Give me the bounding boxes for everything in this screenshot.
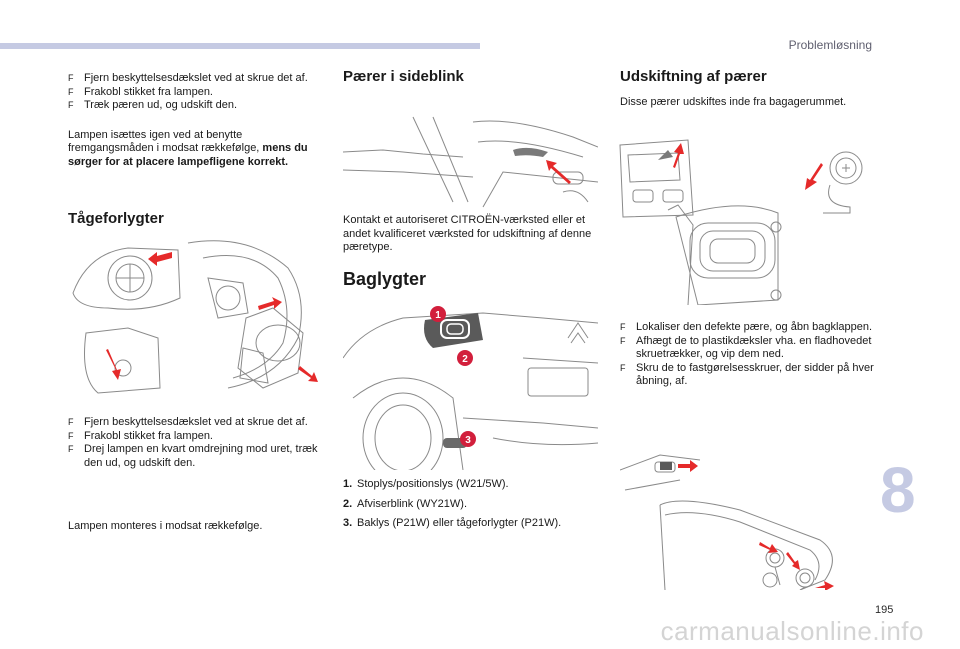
header-accent-bar (0, 43, 480, 49)
callout-3: 3 (465, 435, 471, 446)
bullet-marker: F (68, 73, 74, 83)
watermark: carmanualsonline.info (660, 616, 924, 646)
bullet-marker: F (68, 444, 74, 454)
bullet-marker: F (620, 362, 626, 373)
side-indicator-heading: Pærer i sideblink (343, 68, 464, 85)
side-indicator-figure (343, 112, 598, 208)
rear-lamp-removal-illustration (620, 454, 834, 590)
rear-lights-heading: Baglygter (343, 269, 427, 289)
bulb-replacement-intro: Disse pærer udskiftes inde fra bagagerum… (620, 96, 847, 108)
bullet-marker: F (620, 335, 626, 346)
rear-lights-figure: 1 2 3 (343, 298, 598, 470)
rear-lamp-removal-figure (620, 440, 842, 590)
rear-lights-illustration: 1 2 3 (343, 306, 598, 470)
callout-2: 2 (462, 354, 468, 365)
bullet-marker: F (68, 430, 74, 441)
bullet-marker: F (620, 322, 626, 332)
bullet-marker: F (68, 86, 74, 97)
bullet-marker: F (68, 417, 74, 427)
bulb-replacement-heading: Udskiftning af pærer (620, 68, 767, 85)
page-number: 195 (875, 604, 894, 616)
chapter-number: 8 (880, 454, 916, 526)
side-indicator-illustration (343, 116, 598, 208)
fog-lights-heading: Tågeforlygter (68, 210, 164, 227)
tailgate-figure (618, 135, 880, 305)
tailgate-illustration (619, 139, 863, 305)
list-item: 2.Afviserblink (WY21W). (343, 497, 468, 510)
bullet-marker: F (68, 100, 74, 110)
side-indicator-text: Kontakt et autoriseret CITROËN-værksted … (343, 214, 592, 253)
reinstall-paragraph: Lampen isættes igen ved at benytte fremg… (68, 128, 308, 168)
fog-light-figure (68, 238, 323, 400)
fog-note: Lampen monteres i modsat rækkefølge. (68, 520, 263, 532)
section-title: Problemløsning (788, 38, 872, 52)
list-item: 1.Stoplys/positionslys (W21/5W). (343, 478, 509, 490)
list-item: 3.Baklys (P21W) eller tågeforlygter (P21… (343, 517, 562, 529)
bulb-list: 1.Stoplys/positionslys (W21/5W). 2.Afvis… (343, 478, 598, 537)
callout-1: 1 (435, 310, 441, 321)
fog-light-illustration (72, 240, 318, 394)
